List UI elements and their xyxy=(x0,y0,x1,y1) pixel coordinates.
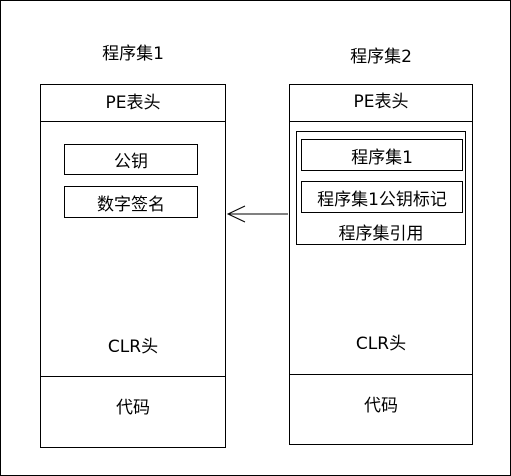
assembly1-signature-label: 数字签名 xyxy=(97,194,165,215)
referenced-assembly-name: 程序集1 xyxy=(351,147,413,168)
assembly2-pe-divider xyxy=(289,121,473,122)
assembly-reference-box xyxy=(296,131,466,245)
assembly1-pe-header: PE表头 xyxy=(105,93,161,113)
assembly1-signature-box: 数字签名 xyxy=(64,186,198,218)
reference-arrow-head-icon xyxy=(226,205,246,223)
assembly1-title: 程序集1 xyxy=(102,44,164,64)
assembly1-code: 代码 xyxy=(116,398,150,418)
assembly2-title: 程序集2 xyxy=(350,47,412,67)
public-key-token-box: 程序集1公钥标记 xyxy=(301,181,463,213)
assembly1-pe-divider xyxy=(40,121,226,122)
assembly2-pe-header: PE表头 xyxy=(353,92,409,112)
assembly2-code: 代码 xyxy=(364,396,398,416)
assembly-reference-caption: 程序集引用 xyxy=(338,224,424,244)
assembly1-public-key-label: 公钥 xyxy=(114,152,148,172)
assembly1-code-divider xyxy=(40,376,226,377)
assembly1-public-key-box: 公钥 xyxy=(64,144,198,175)
referenced-assembly-name-box: 程序集1 xyxy=(301,139,463,171)
assembly2-clr-header: CLR头 xyxy=(355,334,407,354)
assembly1-clr-header: CLR头 xyxy=(107,337,159,357)
assembly2-code-divider xyxy=(289,374,473,375)
public-key-token-label: 程序集1公钥标记 xyxy=(317,189,447,210)
